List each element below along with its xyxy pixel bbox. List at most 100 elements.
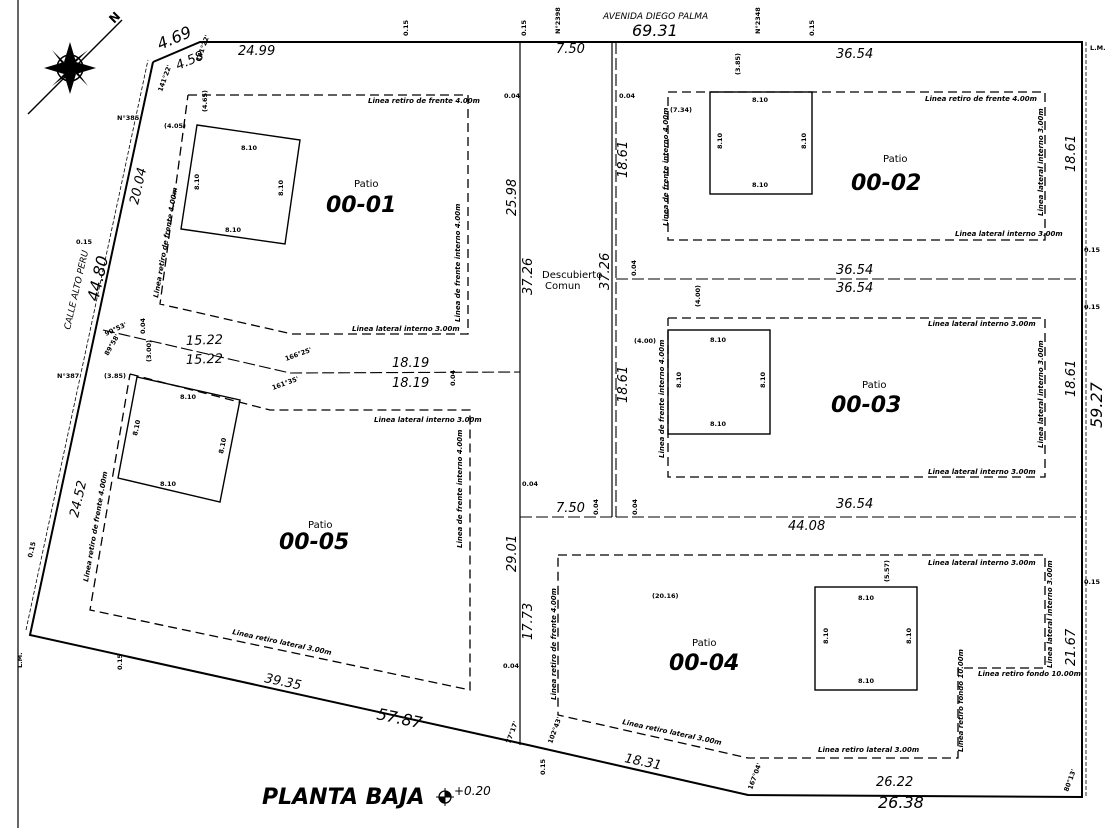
small-dim-0-04-a: 0.04	[504, 92, 521, 100]
angle-161-35: 161°35'	[271, 375, 300, 392]
lot-02-setback	[667, 91, 1046, 241]
common-area-label-2: Comun	[545, 281, 581, 292]
small-dim-0-15-left-b: 0.15	[26, 541, 38, 559]
small-dim-20-16: (20.16)	[652, 592, 679, 600]
small-dim-0-15-left-a: 0.15	[76, 238, 93, 246]
dim-37-26-left: 37.26	[521, 258, 536, 295]
lot-05-patio-label: Patio	[308, 520, 333, 531]
small-dim-0-04-c: 0.04	[630, 259, 638, 276]
common-area-label-1: Descubierto	[542, 270, 602, 281]
small-dim-5-57: (5.57)	[883, 560, 891, 582]
small-dim-0-04-e: 0.04	[449, 369, 457, 386]
angle-166-25: 166°25'	[284, 346, 313, 363]
lot-04-patio	[814, 586, 918, 691]
street-number-385: N°385	[117, 114, 140, 122]
patio-02-side-bottom: 8.10	[752, 181, 769, 189]
dim-4-69: 4.69	[154, 22, 194, 53]
dim-18-61-lot-02-left: 18.61	[616, 141, 631, 178]
lot-02-setback-lateral: Linea lateral interno 3.00m	[955, 230, 1063, 238]
lot-01-setback-front: Linea retiro de frente 4.00m	[368, 97, 480, 105]
small-dim-0-15-bottom-b: 0.15	[539, 758, 547, 775]
dim-7-50-bottom: 7.50	[556, 501, 585, 516]
dim-15-22-a: 15.22	[186, 333, 224, 349]
lot-04-setback	[557, 554, 1046, 759]
small-dim-0-15-right-a: 0.15	[1084, 246, 1101, 254]
patio-01-side-right: 8.10	[277, 179, 285, 196]
small-dim-4-05: (4.05)	[164, 122, 186, 130]
patio-05-side-top: 8.10	[180, 393, 197, 401]
lot-03-setback-top: Linea lateral interno 3.00m	[928, 320, 1036, 328]
small-dim-0-04-h: 0.04	[631, 498, 639, 515]
dim-26-38: 26.38	[878, 793, 924, 812]
dim-59-27: 59.27	[1087, 381, 1106, 428]
lot-01-setback-lateral: Linea lateral interno 3.00m	[352, 325, 460, 333]
dim-15-22-b: 15.22	[186, 352, 224, 368]
lot-04-setback-front: Linea retiro de frente 4.00m	[550, 588, 558, 700]
lm-label-right: L.M.	[1090, 44, 1106, 52]
small-dim-4-00-a: (4.00)	[694, 285, 702, 307]
lot-05-setback	[89, 373, 471, 691]
dim-36-54-top: 36.54	[836, 47, 873, 62]
north-arrow-icon: N	[27, 9, 123, 115]
divider-01-05	[102, 329, 521, 374]
lot-05-setback-lateral: Linea lateral interno 3.00m	[374, 416, 482, 424]
lot-04-setback-retiro-lateral: Linea retiro lateral 3.00m	[622, 718, 723, 747]
lot-04-setback-lateral-int: Linea lateral interno 3.00m	[1046, 560, 1054, 668]
lot-02-setback-front-int: Linea de frente interno 4.00m	[662, 108, 670, 226]
dim-24-99: 24.99	[238, 44, 275, 59]
patio-03-side-right: 8.10	[759, 371, 767, 388]
lot-03-setback-bottom: Linea lateral interno 3.00m	[928, 468, 1036, 476]
small-dim-0-15-right-c: 0.15	[1084, 578, 1101, 586]
dim-57-87: 57.87	[375, 704, 425, 732]
small-dim-3-00: (3.00)	[145, 340, 153, 362]
angle-167-04: 167°04'	[746, 762, 763, 791]
street-number-2348: N°2348	[754, 7, 762, 34]
lot-02-setback-lateral-int: Linea lateral interno 3.00m	[1037, 108, 1045, 216]
patio-03-side-top: 8.10	[710, 336, 727, 344]
lot-05-setback-retiro-lateral: Linea retiro lateral 3.00m	[232, 628, 333, 657]
lot-01-setback-front-side: Linea retiro de frente 4.00m	[152, 187, 179, 299]
patio-05-side-right: 8.10	[217, 437, 228, 455]
small-dim-3-85: (3.85)	[104, 372, 126, 380]
dim-29-01: 29.01	[505, 535, 520, 572]
angle-141-22-b: 141°22'	[156, 64, 173, 93]
angle-141-22-a: 141°22'	[194, 34, 211, 63]
lot-02-patio	[709, 91, 813, 195]
street-top: AVENIDA DIEGO PALMA	[602, 12, 708, 22]
small-dim-7-34: (7.34)	[670, 106, 692, 114]
patio-03-side-bottom: 8.10	[710, 420, 727, 428]
patio-01-side-left: 8.10	[193, 173, 201, 190]
patio-02-side-top: 8.10	[752, 96, 769, 104]
lot-03-patio-label: Patio	[862, 380, 887, 391]
angle-80-13: 80°13'	[1062, 768, 1078, 793]
patio-05-side-bottom: 8.10	[160, 480, 177, 488]
lot-01-setback-front-int: Linea de frente interno 4.00m	[454, 204, 462, 322]
small-dim-0-15-right-b: 0.15	[1084, 303, 1101, 311]
level-marker-icon	[436, 788, 454, 806]
dim-17-73: 17.73	[521, 603, 536, 640]
dim-18-61-lot-02-right: 18.61	[1064, 135, 1079, 172]
patio-04-side-left: 8.10	[822, 627, 830, 644]
lot-04-setback-fondo-vert: Linea retiro fondo 10.00m	[957, 649, 965, 752]
patio-02-side-right: 8.10	[800, 132, 808, 149]
dim-36-54-lot-02: 36.54	[836, 263, 873, 278]
lot-05-label: 00-05	[279, 530, 349, 555]
lot-01-patio-label: Patio	[354, 179, 379, 190]
dim-37-26-right: 37.26	[598, 253, 613, 290]
dim-21-67: 21.67	[1064, 628, 1079, 666]
lot-04-patio-label: Patio	[692, 638, 717, 649]
patio-01-side-bottom: 8.10	[225, 226, 242, 234]
patio-04-side-right: 8.10	[905, 627, 913, 644]
dim-36-54-lot-03: 36.54	[836, 281, 873, 296]
lot-03-label: 00-03	[831, 393, 901, 418]
small-dim-0-15-bottom-a: 0.15	[116, 653, 124, 670]
small-dim-3-85-b: (3.85)	[734, 53, 742, 75]
dim-18-19-a: 18.19	[392, 356, 429, 371]
lot-01-label: 00-01	[326, 193, 396, 218]
lot-04-label: 00-04	[669, 651, 739, 676]
dim-20-04: 20.04	[127, 166, 150, 206]
dim-24-52: 24.52	[67, 479, 90, 519]
lot-01-setback	[159, 94, 469, 335]
lot-03-setback-front-int: Linea de frente interno 4.00m	[658, 340, 666, 458]
lot-04-setback-fondo: Linea retiro fondo 10.00m	[978, 670, 1081, 678]
